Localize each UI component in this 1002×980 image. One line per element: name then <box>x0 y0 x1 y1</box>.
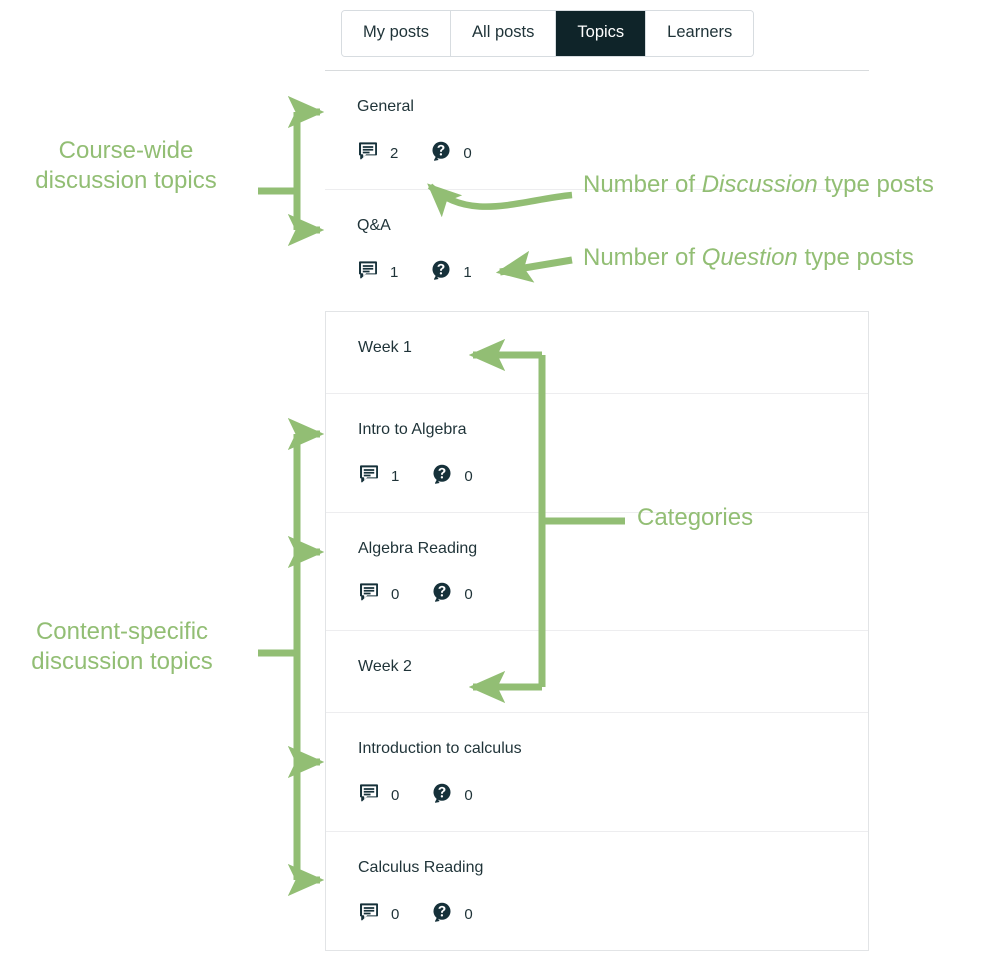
topic-row[interactable]: Introduction to calculus 0 0 <box>326 713 868 832</box>
content-specific-topic-list: Week 1 Intro to Algebra 1 0 Algebra Read… <box>325 311 869 951</box>
course-wide-connector <box>258 95 325 247</box>
topic-title: Algebra Reading <box>358 539 478 557</box>
topic-counts: 0 0 <box>358 901 868 928</box>
annotation-question-count: Number of Question type posts <box>583 243 914 273</box>
annotation-question-prefix: Number of <box>583 244 702 271</box>
question-count-group: 1 <box>430 259 472 286</box>
topic-title: Calculus Reading <box>358 858 484 876</box>
question-icon <box>431 782 453 809</box>
annotation-discussion-count: Number of Discussion type posts <box>583 170 934 200</box>
question-icon <box>430 140 452 167</box>
category-title: Week 2 <box>358 658 412 676</box>
question-icon <box>430 259 452 286</box>
discussion-icon <box>358 463 380 490</box>
annotation-content-specific: Content-specific discussion topics <box>4 617 240 677</box>
discussion-count-group: 2 <box>357 140 398 167</box>
discussion-count-value: 0 <box>391 905 400 923</box>
topics-tab-bar: My posts All posts Topics Learners <box>341 10 755 57</box>
annotation-discussion-emphasis: Discussion <box>701 171 818 198</box>
annotation-question-emphasis: Question <box>701 244 798 271</box>
discussion-count-value: 2 <box>390 144 399 162</box>
tab-topics[interactable]: Topics <box>556 11 647 56</box>
topic-counts: 2 0 <box>357 140 869 167</box>
discussion-icon <box>357 259 379 286</box>
annotation-question-suffix: type posts <box>797 244 914 271</box>
content-specific-connector <box>258 417 325 897</box>
topic-row[interactable]: Intro to Algebra 1 0 <box>326 394 868 513</box>
question-count-value: 1 <box>463 263 472 281</box>
question-count-group: 0 <box>430 140 472 167</box>
course-wide-topic-list: General 2 0 Q&A 1 <box>325 70 869 308</box>
question-count-value: 0 <box>464 905 473 923</box>
annotation-discussion-prefix: Number of <box>583 171 702 198</box>
tab-my-posts[interactable]: My posts <box>342 11 452 56</box>
topic-row[interactable]: General 2 0 <box>325 71 869 190</box>
discussion-count-group: 0 <box>358 782 399 809</box>
topic-title: General <box>357 98 414 115</box>
annotation-discussion-suffix: type posts <box>817 171 934 198</box>
question-count-value: 0 <box>463 144 472 162</box>
discussion-count-group: 0 <box>358 901 399 928</box>
question-count-value: 0 <box>464 586 473 604</box>
question-icon <box>431 901 453 928</box>
annotation-course-wide-line1: Course-wide <box>58 137 194 164</box>
topic-title: Introduction to calculus <box>358 740 522 758</box>
category-row-week-2[interactable]: Week 2 <box>326 631 868 714</box>
question-count-value: 0 <box>464 467 473 485</box>
topic-counts: 0 0 <box>358 782 868 809</box>
topic-title: Q&A <box>357 216 391 234</box>
topic-counts: 0 0 <box>358 581 868 608</box>
question-count-group: 0 <box>431 581 473 608</box>
topic-row[interactable]: Calculus Reading 0 0 <box>326 832 868 951</box>
discussion-icon <box>358 581 380 608</box>
question-count-group: 0 <box>431 463 473 490</box>
annotation-categories: Categories <box>637 504 754 531</box>
tab-learners[interactable]: Learners <box>646 11 754 56</box>
discussion-icon <box>358 782 380 809</box>
annotation-course-wide-line2: discussion topics <box>35 167 217 194</box>
discussion-icon <box>357 140 379 167</box>
tab-all-posts[interactable]: All posts <box>451 11 557 56</box>
question-count-group: 0 <box>431 782 473 809</box>
discussion-count-value: 1 <box>390 263 399 281</box>
discussion-count-group: 1 <box>357 259 398 286</box>
question-icon <box>431 463 453 490</box>
topic-row[interactable]: Algebra Reading 0 0 <box>326 513 868 632</box>
topic-counts: 1 0 <box>358 463 868 490</box>
topic-title: Intro to Algebra <box>358 420 467 438</box>
discussion-count-group: 1 <box>358 463 399 490</box>
discussion-count-value: 0 <box>391 786 400 804</box>
topic-counts: 1 1 <box>357 259 869 286</box>
discussion-count-group: 0 <box>358 581 399 608</box>
annotation-content-specific-line1: Content-specific <box>35 618 209 645</box>
discussion-count-value: 1 <box>391 467 400 485</box>
category-title: Week 1 <box>358 339 412 356</box>
category-row-week-1[interactable]: Week 1 <box>326 312 868 394</box>
question-count-value: 0 <box>464 786 473 804</box>
discussion-icon <box>358 901 380 928</box>
annotation-course-wide: Course-wide discussion topics <box>8 136 244 196</box>
discussion-count-value: 0 <box>391 586 400 604</box>
question-icon <box>431 581 453 608</box>
annotation-content-specific-line2: discussion topics <box>31 648 213 675</box>
topic-row[interactable]: Q&A 1 1 <box>325 190 869 308</box>
question-count-group: 0 <box>431 901 473 928</box>
